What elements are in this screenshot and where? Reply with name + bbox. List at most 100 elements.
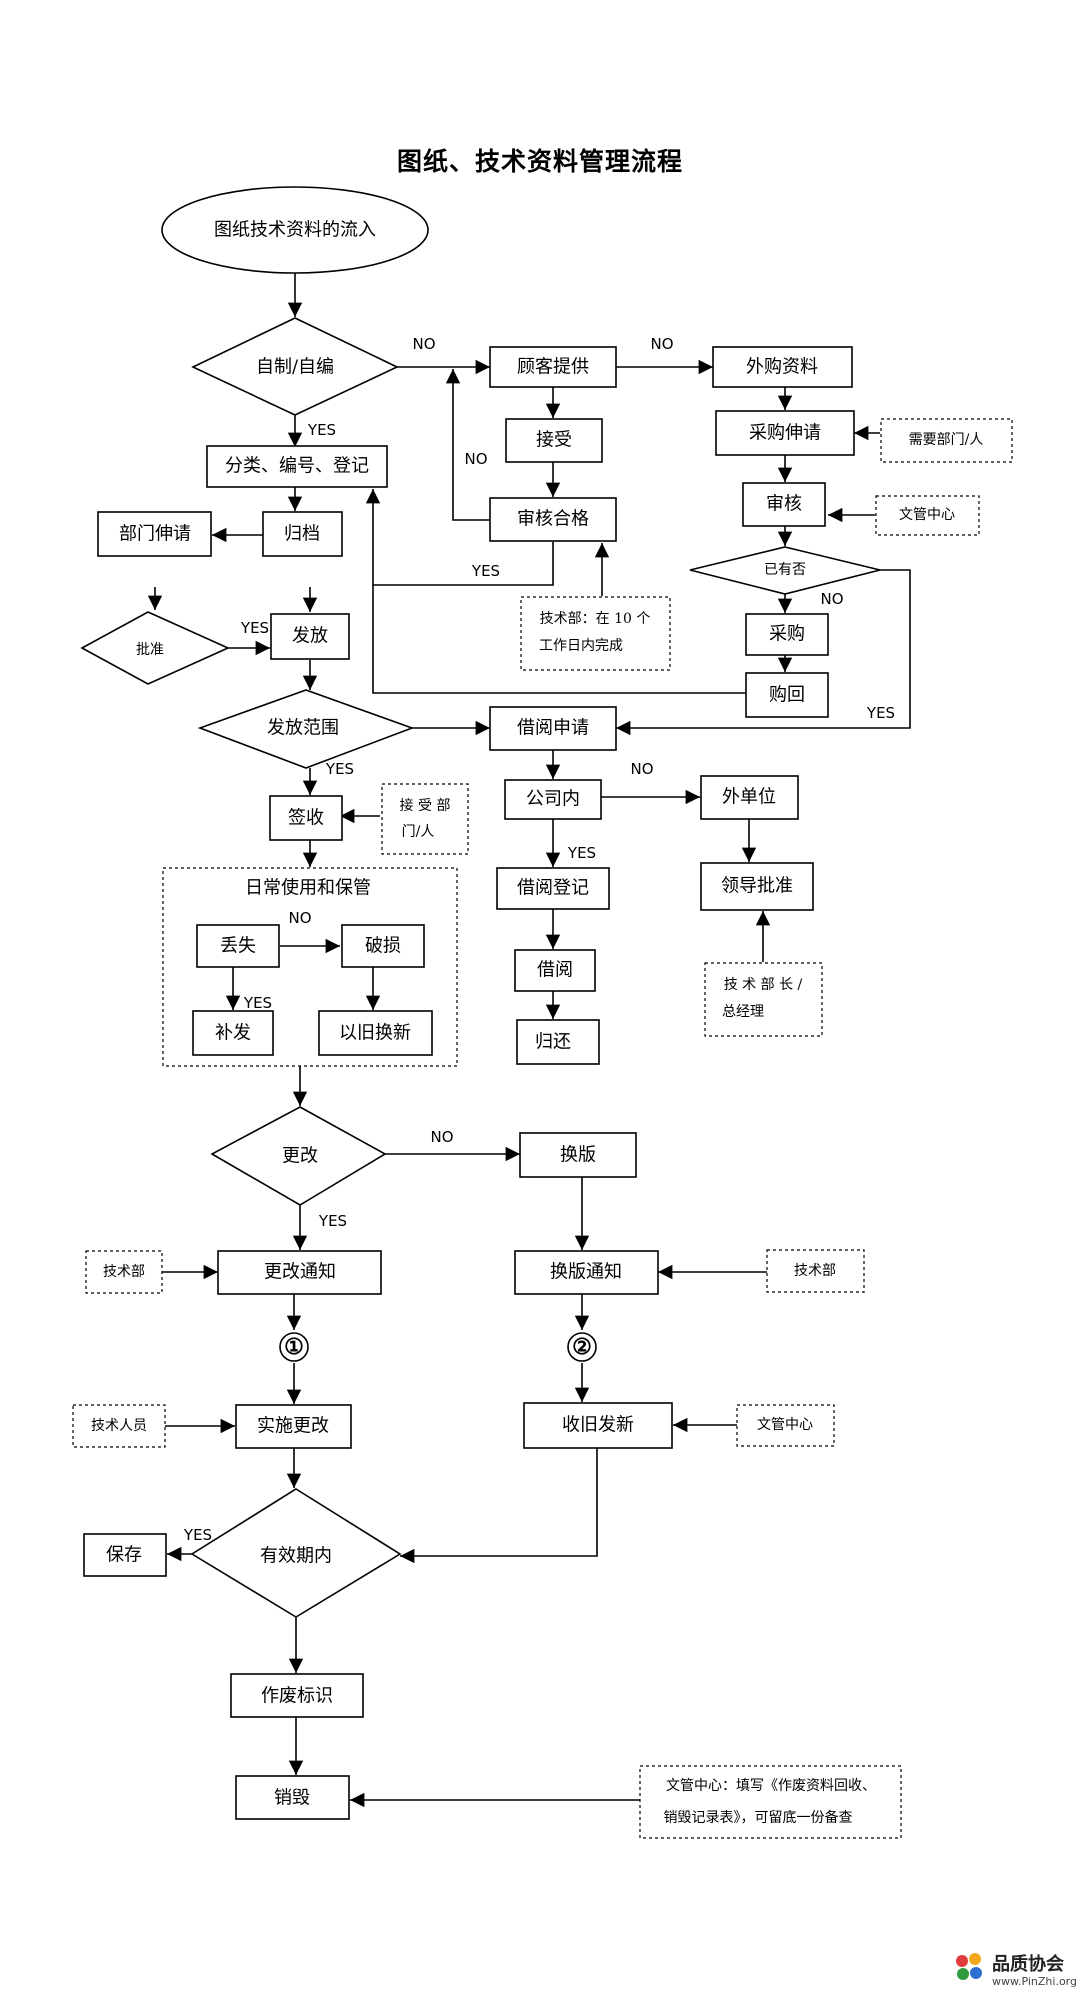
label-no-selfmade: NO [412,335,435,353]
node-circle2: ② [572,1334,592,1360]
node-void-mark: 作废标识 [261,1686,333,1707]
buyback-box [745,672,829,718]
label-yes-incompany: YES [567,844,596,862]
techhead-note [704,962,823,1037]
review-box [489,497,617,542]
doccenter-collect-note [736,1404,835,1447]
techdept-change-note [85,1250,163,1294]
label-yes-exists: YES [866,704,895,722]
label-no-incompany: NO [630,760,653,778]
deptapply-box [97,511,212,557]
node-self-made: 自制/自编 [256,357,334,378]
customer-box [489,346,617,388]
edge-exists-yes-borrow [616,569,911,736]
node-reissue: 补发 [215,1023,251,1044]
circle2 [567,1332,597,1362]
valid-diamond [190,1488,402,1618]
borrow-box [514,949,596,992]
note-tech-head-1: 技 术 部 长 / [724,977,803,993]
node-save: 保存 [106,1545,142,1566]
node-approve: 批准 [136,642,164,658]
collect-box [523,1402,673,1449]
doccenter-destroy-note [639,1765,902,1839]
node-in-company: 公司内 [526,789,580,810]
leader-box [700,862,814,911]
node-change-notice: 更改通知 [264,1262,336,1283]
revision-box [519,1132,637,1178]
note-tech-staff: 技术人员 [91,1418,147,1434]
note-receive-dept-1: 接 受 部 [400,797,451,814]
exchange-box [318,1010,433,1056]
receive-dept-note [381,783,469,855]
node-revision: 换版 [560,1145,596,1166]
label-yes-change: YES [318,1212,347,1230]
note-tech-dept-change: 技术部 [103,1264,145,1280]
note-doc-center-destroy-1: 文管中心：填写《作废资料回收、 [666,1778,876,1794]
label-yes-approve: YES [240,619,269,637]
texts: 图纸技术资料的流入 自制/自编 分类、编号、登记 归档 部门伸请 批准 发放 发… [91,220,983,1827]
borrowapply-box [489,706,617,751]
node-accept: 接受 [536,430,572,451]
brand-url[interactable]: www.PinZhi.org [992,1975,1077,1988]
label-yes-valid: YES [183,1526,212,1544]
daily-group-frame [162,867,458,1067]
note-tech-head-2: 总经理 [722,1004,764,1020]
label-no-customer: NO [650,335,673,353]
reissue-box [192,1010,274,1056]
exists-diamond [689,546,881,595]
doccenter-audit-note [875,495,980,536]
note-receive-dept-2: 门/人 [402,824,435,840]
techdept-revision-note [766,1249,865,1293]
node-revision-notice: 换版通知 [550,1262,622,1283]
note-tech-dept-revision: 技术部 [794,1263,836,1279]
brand-logo-icon [956,1953,982,1980]
node-damaged: 破损 [365,936,401,957]
node-external-unit: 外单位 [722,787,776,808]
node-audit: 审核 [766,494,802,515]
label-no-review: NO [464,450,487,468]
save-box [83,1533,167,1577]
techstaff-note [72,1404,166,1448]
note-need-dept: 需要部门/人 [909,432,984,448]
note-doc-center-audit: 文管中心 [899,507,955,523]
audit-box [742,482,826,527]
edges [147,273,911,1808]
purchased-box [712,346,853,388]
external-box [700,775,799,820]
scope-diamond [197,689,415,769]
selfmade-diamond [191,317,399,416]
node-valid-period: 有效期内 [260,1546,332,1567]
change-notice-box [217,1250,382,1295]
accept-box [505,418,603,463]
node-purchase: 采购 [769,624,805,645]
node-borrow-apply: 借阅申请 [517,718,589,739]
lost-box [196,924,280,968]
edge-review-no-back [445,369,490,521]
node-circle1: ① [284,1334,304,1360]
node-issue-scope: 发放范围 [267,718,339,739]
node-issue: 发放 [292,626,328,647]
node-collect-issue: 收旧发新 [562,1415,634,1436]
node-exchange: 以旧换新 [339,1023,411,1044]
return-box [516,1019,600,1065]
label-no-change: NO [430,1128,453,1146]
needdept-note [880,418,1013,463]
node-implement-change: 实施更改 [257,1416,329,1437]
implement-box [235,1404,352,1449]
void-box [230,1673,364,1718]
approve-diamond [80,611,230,685]
node-lost: 丢失 [220,936,256,957]
node-customer-supply: 顾客提供 [517,357,589,378]
classify-box [206,445,388,488]
incompany-box [504,779,602,820]
node-return: 归还 [535,1032,571,1053]
label-yes-selfmade: YES [307,421,336,439]
label-yes-review: YES [471,562,500,580]
damaged-box [341,924,425,968]
revision-notice-box [514,1250,659,1295]
label-no-lost: NO [288,909,311,927]
purchase-box [745,613,829,656]
page-title: 图纸、技术资料管理流程 [396,147,683,176]
change-diamond [210,1106,387,1206]
